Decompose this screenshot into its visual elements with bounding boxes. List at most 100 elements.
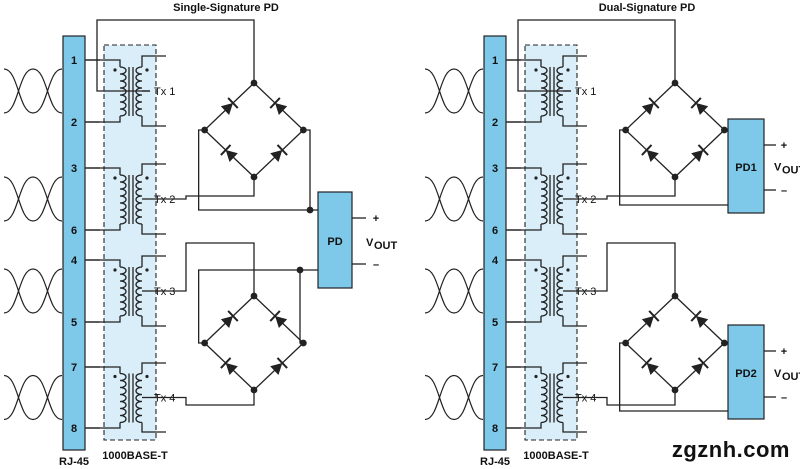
- diode-triangle: [220, 316, 233, 328]
- primary-lead: [86, 316, 121, 323]
- polarity-dot: [534, 374, 538, 379]
- secondary-lead: [562, 116, 587, 127]
- wire: [96, 19, 255, 92]
- pin-number: 7: [492, 362, 498, 374]
- polarity-dot: [566, 176, 570, 180]
- transformer-coil: [135, 174, 143, 225]
- twisted-pair-wire: [424, 68, 484, 114]
- vout-subscript: OUT: [374, 240, 398, 252]
- pin-number: 1: [492, 55, 498, 67]
- transformer-tx2: Tx 2: [507, 163, 596, 235]
- twisted-pair-wire: [3, 268, 63, 314]
- pd1-label: PD1: [735, 162, 756, 174]
- twisted-pair-wire: [424, 176, 484, 222]
- twisted-pair-wire: [424, 268, 484, 314]
- wire: [571, 242, 676, 296]
- secondary-lead: [562, 422, 587, 433]
- secondary-lead: [562, 163, 587, 175]
- diode-bar: [276, 144, 288, 156]
- primary-lead: [507, 316, 542, 323]
- pin-number: 3: [492, 163, 498, 175]
- diode-bar: [697, 144, 709, 156]
- transformer-tx2: Tx 2: [86, 163, 175, 235]
- transformer-coil: [556, 266, 564, 317]
- transformer-coil: [135, 266, 143, 317]
- diode-bar: [697, 357, 709, 369]
- secondary-lead: [141, 163, 166, 175]
- magnetics-box: [524, 44, 578, 441]
- wire: [517, 19, 676, 92]
- pin-number: 5: [492, 317, 498, 329]
- twisted-pair-wire: [424, 374, 484, 421]
- diode-bar: [227, 310, 239, 322]
- output-minus: –: [781, 185, 787, 197]
- diode-triangle: [691, 363, 704, 375]
- pin-number: 1: [71, 55, 77, 67]
- pin-number: 6: [492, 225, 498, 237]
- diode: [691, 357, 709, 375]
- transformer-label: Tx 4: [575, 393, 596, 405]
- polarity-dot: [566, 374, 570, 379]
- primary-lead: [507, 224, 542, 231]
- diode: [690, 97, 709, 115]
- output-plus: +: [781, 140, 787, 152]
- secondary-lead: [562, 255, 587, 267]
- wire: [299, 270, 304, 344]
- diode: [220, 357, 238, 375]
- diode: [270, 144, 288, 162]
- rj45-label: RJ-45: [59, 456, 89, 468]
- wire: [197, 269, 318, 344]
- primary-lead: [86, 259, 121, 267]
- transformer-coil: [135, 372, 143, 424]
- diode-triangle: [641, 103, 654, 115]
- diode: [220, 97, 239, 115]
- pin-number: 6: [71, 225, 77, 237]
- polarity-dot: [113, 374, 117, 379]
- primary-lead: [507, 366, 542, 374]
- diode: [641, 310, 660, 328]
- diode: [641, 357, 659, 375]
- twisted-pair-wire: [3, 68, 63, 114]
- primary-lead: [507, 422, 542, 429]
- secondary-lead: [141, 362, 166, 374]
- pd-block: [317, 191, 353, 289]
- polarity-dot: [566, 268, 570, 272]
- pin-number: 8: [71, 423, 77, 435]
- vout-label: V: [774, 162, 782, 174]
- pin-number: 7: [71, 362, 77, 374]
- diode-bar: [220, 357, 232, 369]
- diode-triangle: [275, 316, 288, 328]
- transformer-label: Tx 2: [154, 194, 175, 206]
- pd1-block: [727, 118, 765, 214]
- diode-bar: [269, 97, 281, 109]
- transformer-label: Tx 3: [154, 286, 175, 298]
- twisted-pair-wire: [3, 68, 63, 114]
- transformer-label: Tx 1: [154, 86, 175, 98]
- watermark: zgznh.com: [671, 437, 790, 462]
- twisted-pair-wire: [424, 68, 484, 114]
- secondary-lead: [141, 255, 166, 267]
- pd-label: PD: [327, 236, 342, 248]
- diode-triangle: [225, 150, 238, 162]
- polarity-dot: [534, 176, 538, 180]
- wire: [619, 342, 728, 412]
- twisted-pair-wire: [3, 176, 63, 222]
- output-minus: –: [373, 259, 379, 271]
- wire: [303, 129, 311, 210]
- twisted-pair-wire: [3, 176, 63, 222]
- transformer-coil: [556, 174, 564, 225]
- transformer-coil: [119, 266, 127, 317]
- polarity-dot: [566, 68, 570, 72]
- output-plus: +: [781, 346, 787, 358]
- diode-triangle: [275, 103, 288, 115]
- transformer-tx3: Tx 3: [507, 255, 596, 327]
- diode-bar: [690, 310, 702, 322]
- secondary-lead: [141, 55, 166, 67]
- output-plus: +: [373, 213, 379, 225]
- twisted-pair-wire: [3, 374, 63, 421]
- pd2-block: [727, 324, 765, 420]
- secondary-lead: [141, 316, 166, 327]
- polarity-dot: [145, 374, 149, 379]
- secondary-lead: [562, 362, 587, 374]
